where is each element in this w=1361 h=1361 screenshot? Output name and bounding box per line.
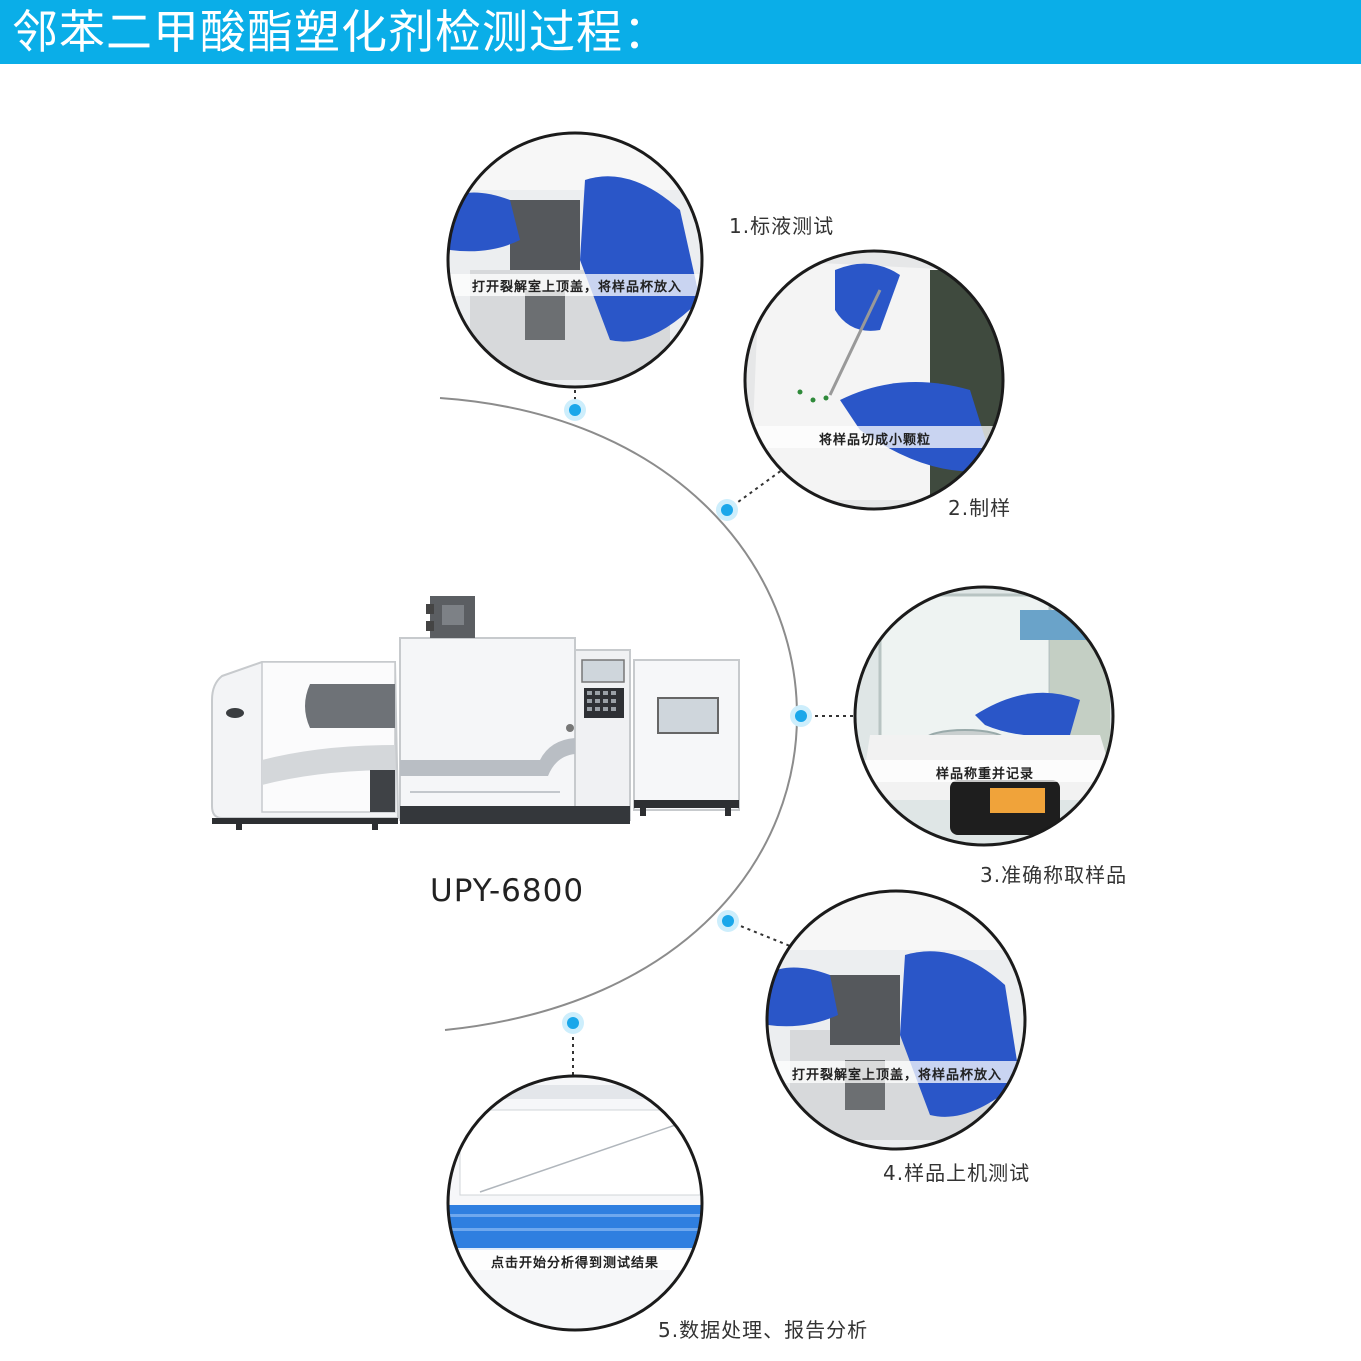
page-title: 邻苯二甲酸酯塑化剂检测过程： bbox=[12, 5, 670, 59]
instrument-illustration bbox=[211, 596, 740, 830]
photo-caption-4: 打开裂解室上顶盖，将样品杯放入 bbox=[791, 1068, 1002, 1083]
step-label-2: 2.制样 bbox=[948, 496, 1012, 520]
photo-caption-3: 样品称重并记录 bbox=[935, 767, 1034, 782]
instrument-main-unit bbox=[399, 637, 576, 821]
step-label-1: 1.标液测试 bbox=[729, 214, 835, 238]
photo-caption-2: 将样品切成小颗粒 bbox=[818, 433, 931, 448]
node-5 bbox=[562, 1012, 584, 1034]
glove-left bbox=[448, 192, 520, 252]
photo-caption-1: 打开裂解室上顶盖，将样品杯放入 bbox=[471, 280, 682, 295]
glove-right bbox=[580, 176, 700, 342]
photo-step-1 bbox=[448, 133, 702, 387]
node-1 bbox=[564, 399, 586, 421]
step-label-3: 3.准确称取样品 bbox=[980, 863, 1128, 887]
instrument-model-label: UPY-6800 bbox=[430, 873, 585, 909]
header-banner: 邻苯二甲酸酯塑化剂检测过程： bbox=[0, 0, 1361, 64]
connector-2 bbox=[726, 469, 783, 511]
node-3 bbox=[790, 705, 812, 727]
node-2 bbox=[716, 499, 738, 521]
photo-caption-5: 点击开始分析得到测试结果 bbox=[490, 1256, 659, 1271]
step-label-5: 5.数据处理、报告分析 bbox=[658, 1318, 869, 1342]
photo-step-3 bbox=[855, 587, 1113, 845]
node-4 bbox=[717, 910, 739, 932]
photo-step-2 bbox=[745, 251, 1003, 509]
photo-step-5 bbox=[448, 1076, 702, 1330]
instrument-right-module bbox=[633, 659, 740, 811]
step-label-4: 4.样品上机测试 bbox=[883, 1161, 1031, 1185]
